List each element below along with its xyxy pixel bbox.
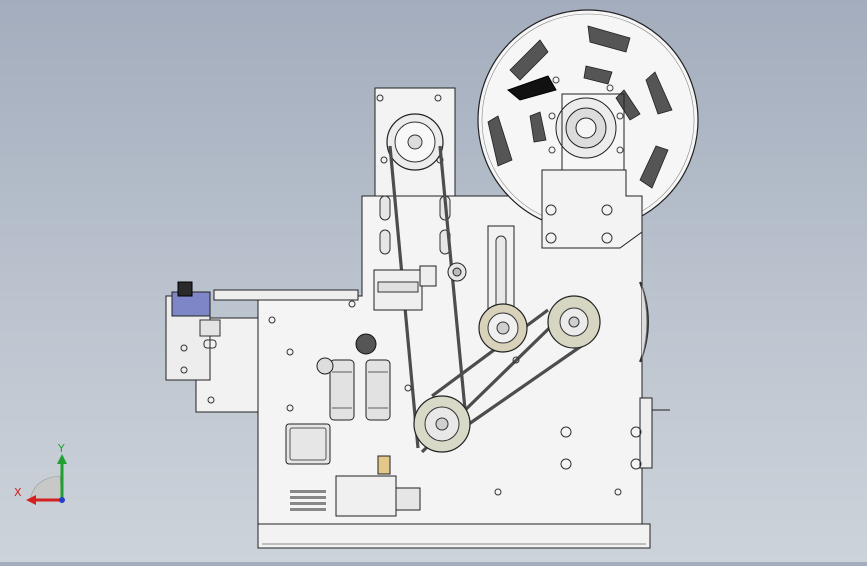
mid-clamp-block <box>373 262 467 311</box>
top-pulley <box>386 113 444 171</box>
left-extension <box>165 281 359 413</box>
mount-holes <box>268 300 642 496</box>
bottom-components <box>285 423 421 517</box>
triad-x-label: X <box>14 486 22 499</box>
bottom-drive-roller <box>413 395 471 453</box>
coordinate-triad: Y X <box>14 442 67 505</box>
guide-rollers-pair <box>316 333 391 421</box>
base-plate <box>257 523 651 549</box>
reel-bracket <box>541 93 643 249</box>
triad-z-axis <box>59 497 65 503</box>
right-side-roller <box>639 281 649 363</box>
triad-y-label: Y <box>57 442 65 455</box>
tension-roller-left <box>478 303 528 353</box>
tension-roller-right <box>547 295 601 349</box>
